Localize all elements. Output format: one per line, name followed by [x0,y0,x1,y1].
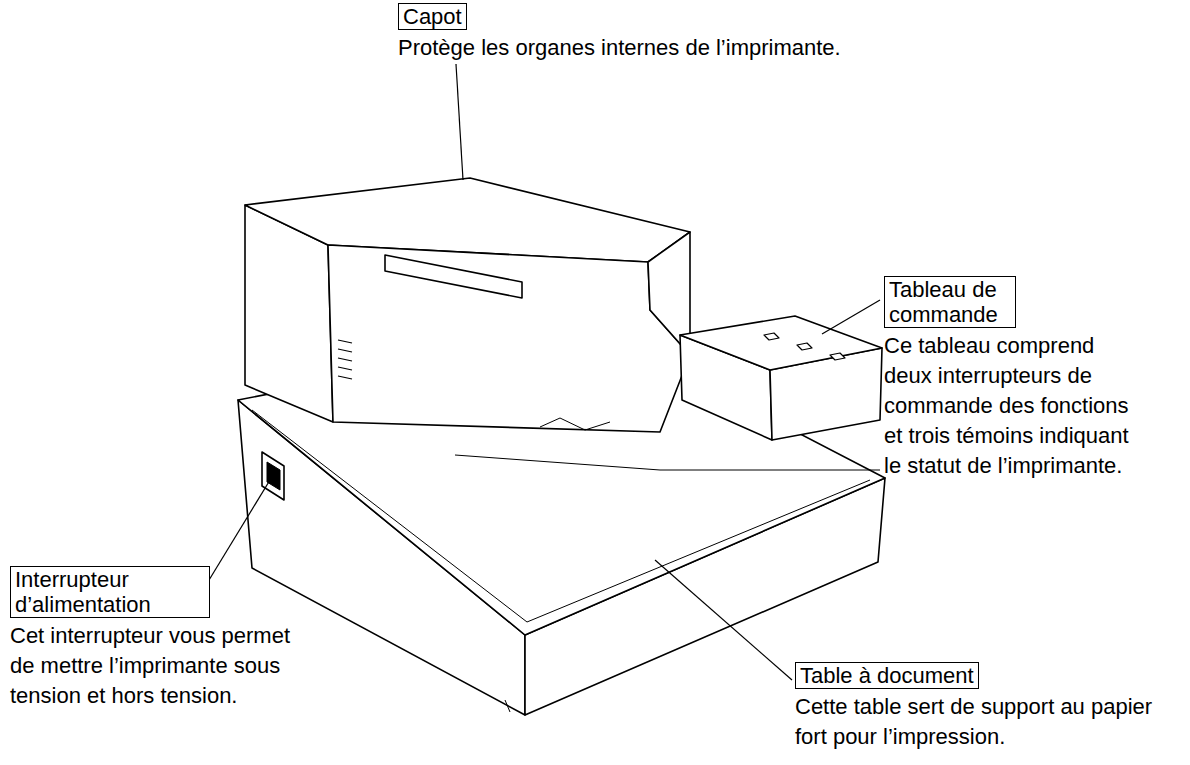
base-rim [252,410,870,622]
callout-label: Interrupteur d’alimentationCet interrupt… [10,566,310,711]
callout-label: Table à documentCette table sert de supp… [795,662,1155,752]
callout-label: Tableau de commandeCe tableau comprend d… [884,276,1134,481]
part-description: Cette table sert de support au papier fo… [795,692,1155,752]
callout-label: CapotProtège les organes internes de l’i… [398,3,1118,63]
led [764,333,779,340]
vent [338,376,352,379]
document-table-edge [455,455,880,470]
part-description: Protège les organes internes de l’imprim… [398,33,1118,63]
led [797,343,812,350]
base-edge-detail [505,700,510,712]
part-name-box: Capot [398,3,467,30]
vent [338,340,352,343]
leader-line [655,560,792,680]
leader-line [822,300,880,334]
panel-top [680,316,882,370]
cover-slot [385,255,522,298]
paper-guide [540,418,610,430]
leader-line [206,480,270,585]
led [830,353,845,360]
part-description: Ce tableau comprend deux interrupteurs d… [884,331,1134,481]
vent [338,367,352,370]
cover-front [328,245,690,432]
cover-top [245,178,690,262]
power-switch-rocker [267,462,280,490]
part-name-box: Tableau de commande [884,276,1016,328]
power-switch [262,452,284,500]
part-name-box: Table à document [795,662,979,689]
vent [338,358,352,361]
leader-line [456,64,463,180]
part-description: Cet interrupteur vous permet de mettre l… [10,621,310,711]
part-name-box: Interrupteur d’alimentation [10,566,210,618]
vent [338,349,352,352]
